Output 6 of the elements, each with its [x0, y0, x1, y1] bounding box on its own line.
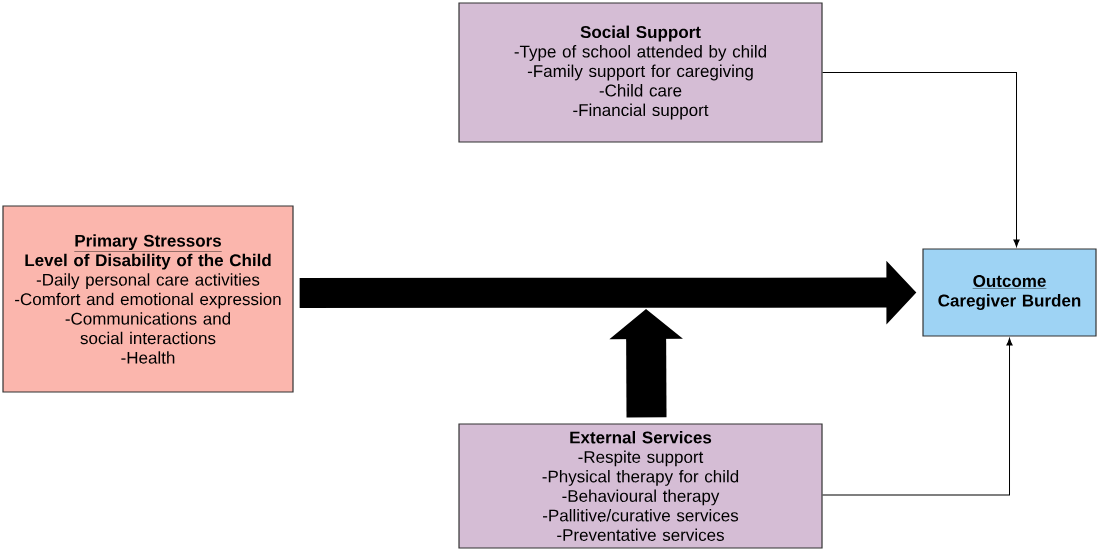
text-box: Outcome Caregiver Burden: [922, 248, 1097, 337]
arrow: [822, 72, 1020, 247]
text-box: External Services -Respite support -Physical therapy for child -Behavioural therapy -Pallitive/curative services -Preventative services: [458, 423, 823, 549]
text-box: Primary Stressors Level of Disability of the Child -Daily personal care activities -Comfort and emotional expression -Communications and social interactions -Health: [2, 205, 294, 393]
text-box: Social Support -Type of school attended by child -Family support for caregiving -Child care -Financial support: [458, 2, 823, 143]
arrow: [822, 338, 1013, 496]
